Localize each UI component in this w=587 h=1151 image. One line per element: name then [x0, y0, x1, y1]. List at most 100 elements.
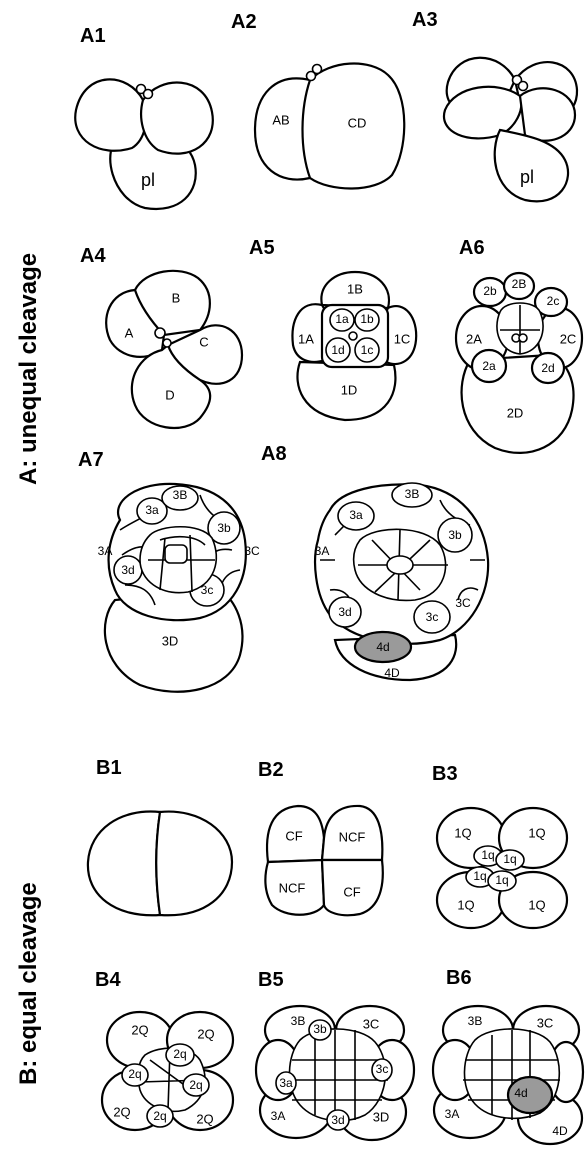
b4-2Q-bl-label: 2Q	[113, 1104, 130, 1119]
panel-label-a6: A6	[459, 237, 485, 259]
panel-label-a1: A1	[80, 25, 106, 47]
section-a-title: A: unequal cleavage	[15, 253, 42, 485]
b5-3b-label: 3b	[313, 1022, 327, 1036]
b5-3C-label: 3C	[363, 1016, 380, 1031]
a7-3B-label: 3B	[173, 488, 188, 502]
b2-cf2-label: CF	[343, 884, 360, 899]
b4-2Q-tl-label: 2Q	[131, 1022, 148, 1037]
b5-3d-label: 3d	[331, 1113, 344, 1127]
panel-a5: A5 1B 1A 1C 1D 1a 1b 1d 1c	[249, 237, 416, 420]
b3-1Q-tr-label: 1Q	[528, 825, 545, 840]
a7-3C-label: 3C	[244, 544, 260, 558]
a6-2B-label: 2B	[512, 277, 527, 291]
b1-right-cell	[156, 812, 232, 916]
a4-polar-body-2	[163, 339, 171, 347]
a3-pl-label: pl	[520, 167, 534, 187]
panel-b4: B4 2Q 2Q 2Q 2Q 2q 2q 2q 2q	[95, 969, 233, 1130]
b5-3c-label: 3c	[376, 1062, 389, 1076]
b3-1q-c-label: 1q	[473, 869, 486, 883]
a5-1b-label: 1B	[347, 281, 363, 296]
a2-polar-body-2	[313, 65, 322, 74]
b6-4d-label: 4d	[514, 1086, 527, 1100]
b5-3B-label: 3B	[291, 1014, 306, 1028]
b3-1q-d-label: 1q	[495, 873, 508, 887]
a7-3b-label: 3b	[217, 521, 231, 535]
panel-label-b6: B6	[446, 967, 472, 989]
b2-ncf2-label: NCF	[279, 880, 306, 895]
b3-1Q-bl-label: 1Q	[457, 897, 474, 912]
panel-a6: A6 2b 2B 2c 2A 2C 2a 2d 2D	[456, 237, 582, 453]
panel-b2: B2 CF NCF NCF CF	[258, 759, 383, 915]
a3-front-right-cell	[520, 88, 575, 141]
a2-cd-label: CD	[348, 115, 367, 130]
a3-polar-body-2	[519, 82, 528, 91]
b6-3C-label: 3C	[537, 1015, 554, 1030]
a8-3A-label: 3A	[315, 544, 330, 558]
panel-label-b3: B3	[432, 763, 458, 785]
panel-label-a5: A5	[249, 237, 275, 259]
a2-ab-label: AB	[272, 112, 289, 127]
panel-a2: A2 AB CD	[231, 11, 404, 189]
panel-b5: B5 3B 3b 3C 3c 3a 3A 3d 3D	[256, 969, 414, 1140]
b3-1q-a-label: 1q	[481, 848, 494, 862]
a1-polar-body-2	[144, 90, 153, 99]
a5-1c-label: 1C	[394, 331, 411, 346]
b3-1Q-br-label: 1Q	[528, 897, 545, 912]
a6-2C-label: 2C	[560, 331, 577, 346]
b5-inner-cells	[289, 1029, 385, 1121]
panel-label-a2: A2	[231, 11, 257, 33]
b2-ncf1-label: NCF	[339, 829, 366, 844]
a4-a-label: A	[125, 325, 134, 340]
a7-3a-label: 3a	[145, 503, 159, 517]
a5-1d-big-label: 1D	[341, 382, 358, 397]
b5-3A-label: 3A	[271, 1109, 286, 1123]
b2-cf1-label: CF	[285, 828, 302, 843]
a8-3a-label: 3a	[349, 508, 363, 522]
b6-3B-label: 3B	[468, 1014, 483, 1028]
a5-1d-label: 1d	[331, 343, 344, 357]
a3-pl-cell	[495, 130, 568, 201]
panel-b1: B1	[88, 757, 232, 915]
a8-4D-label: 4D	[384, 666, 400, 680]
panel-label-b1: B1	[96, 757, 122, 779]
a4-polar-body	[155, 328, 165, 338]
b4-2Q-br-label: 2Q	[196, 1111, 213, 1126]
a4-c-label: C	[199, 334, 208, 349]
b3-1Q-tl-label: 1Q	[454, 825, 471, 840]
a5-1c-small-label: 1c	[361, 343, 374, 357]
a6-2a-label: 2a	[482, 359, 496, 373]
a6-polar-body-2	[519, 334, 527, 342]
a8-3c-label: 3c	[426, 610, 439, 624]
b1-left-cell	[88, 812, 160, 916]
a1-pl-label: pl	[141, 170, 155, 190]
section-b-title: B: equal cleavage	[15, 882, 42, 1085]
b4-2q-c-label: 2q	[189, 1078, 202, 1092]
a7-3c-label: 3c	[201, 583, 214, 597]
a8-3B-label: 3B	[405, 487, 420, 501]
b4-2q-b-label: 2q	[128, 1067, 141, 1081]
panel-a7: A7 3a 3B 3b 3A 3C 3d 3c 3D	[78, 449, 260, 692]
panel-label-a4: A4	[80, 245, 106, 267]
a4-d-label: D	[165, 387, 174, 402]
a6-2D-label: 2D	[507, 405, 524, 420]
panel-a1: A1 pl	[75, 25, 213, 209]
panel-a3: A3 pl	[412, 9, 577, 201]
a5-polar-body	[349, 332, 357, 340]
panel-b3: B3 1Q 1Q 1Q 1Q 1q 1q 1q 1q	[432, 763, 567, 928]
a7-3A-label: 3A	[98, 544, 113, 558]
panel-label-b5: B5	[258, 969, 284, 991]
panel-label-a3: A3	[412, 9, 438, 31]
b4-2q-a-label: 2q	[173, 1047, 186, 1061]
a6-2A-label: 2A	[466, 331, 482, 346]
a7-3d-label: 3d	[121, 563, 134, 577]
a8-3C-label: 3C	[455, 596, 471, 610]
b3-1q-b-label: 1q	[503, 852, 516, 866]
b4-2q-d-label: 2q	[153, 1109, 166, 1123]
a7-center-cell	[165, 545, 187, 563]
a7-3D-label: 3D	[162, 633, 179, 648]
a6-2d-label: 2d	[541, 361, 554, 375]
a4-b-label: B	[172, 290, 181, 305]
b4-2Q-tr-label: 2Q	[197, 1026, 214, 1041]
a8-3d-label: 3d	[338, 605, 351, 619]
